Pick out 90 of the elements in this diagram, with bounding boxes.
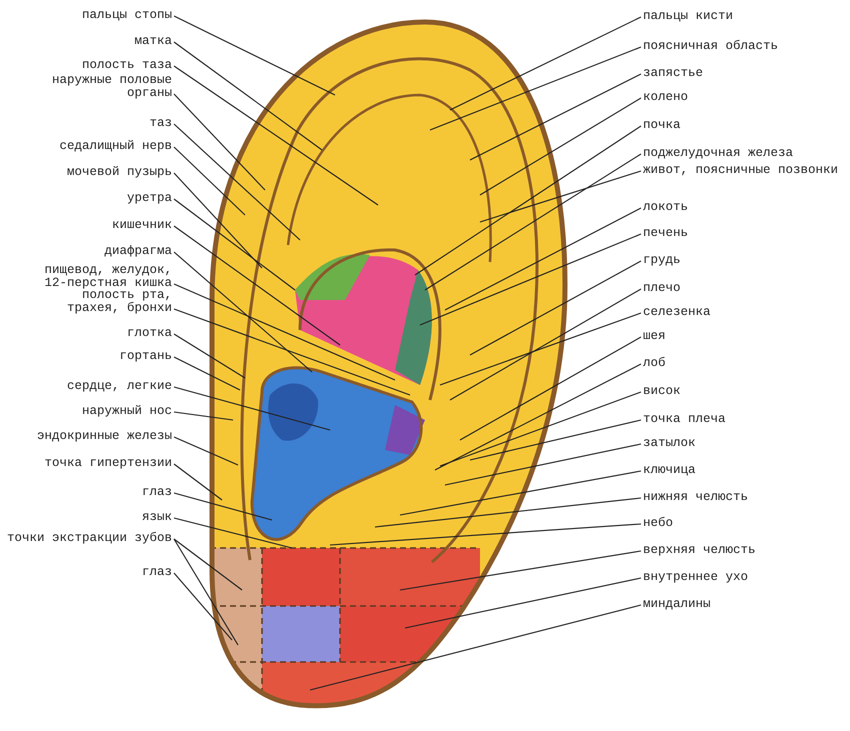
leader-line — [450, 16, 642, 110]
zone-label: грудь — [643, 254, 843, 267]
zone-label: уретра — [2, 192, 172, 205]
leader-line — [174, 517, 292, 549]
zone-label: наружный нос — [2, 405, 172, 418]
zone-label: полость таза — [2, 59, 172, 72]
leader-line — [330, 523, 642, 546]
leader-line — [450, 288, 642, 400]
zone-label: язык — [2, 511, 172, 524]
zone-label: висок — [643, 385, 843, 398]
leader-line — [174, 252, 312, 372]
leader-line — [310, 604, 642, 691]
zone-label: поясничная область — [643, 40, 848, 53]
zone-label: селезенка — [643, 306, 843, 319]
zone-label: мочевой пузырь — [2, 166, 172, 179]
zone-label: седалищный нерв — [2, 140, 172, 153]
leader-line — [444, 208, 642, 310]
zone-label: плечо — [643, 282, 843, 295]
leader-line — [174, 42, 322, 150]
zone-label: затылок — [643, 437, 843, 450]
zone-label: почка — [643, 119, 843, 132]
zone-label: поджелудочная железа — [643, 147, 848, 160]
leader-line — [440, 312, 642, 386]
leader-line — [470, 260, 642, 356]
leader-line — [400, 550, 642, 591]
zone-label: запястье — [643, 67, 843, 80]
zone-label: миндалины — [643, 598, 843, 611]
leader-line — [480, 98, 642, 196]
leader-line — [174, 284, 396, 380]
zone-label: глаз — [2, 566, 172, 579]
leader-line — [420, 234, 642, 326]
leader-line — [174, 66, 378, 206]
zone-label: наружные половые органы — [44, 74, 172, 100]
leader-line — [404, 577, 642, 629]
zone-label: таз — [2, 117, 172, 130]
zone-label: шея — [643, 330, 843, 343]
zone-label: внутреннее ухо — [643, 571, 843, 584]
zone-label: печень — [643, 227, 843, 240]
leader-line — [174, 386, 330, 431]
leader-line — [470, 419, 642, 461]
zone-label: локоть — [643, 201, 843, 214]
leader-line — [174, 146, 246, 216]
leader-line — [430, 46, 642, 131]
zone-label: лоб — [643, 357, 843, 370]
leader-line — [174, 16, 336, 96]
zone-label: матка — [2, 35, 172, 48]
leader-line — [174, 172, 262, 268]
zone-label: верхняя челюсть — [643, 544, 843, 557]
zone-label: живот, поясничные позвонки — [643, 164, 848, 177]
leader-line — [480, 170, 642, 223]
leader-line — [424, 154, 642, 290]
leader-line — [444, 443, 642, 486]
leader-line — [440, 391, 642, 467]
leader-line — [174, 572, 232, 640]
leader-line — [174, 356, 240, 390]
leader-line — [400, 470, 642, 516]
zone-label: нижняя челюсть — [643, 491, 843, 504]
leader-line — [174, 492, 272, 521]
leader-line — [174, 124, 300, 240]
leader-line — [174, 334, 246, 378]
zone-label: точка гипертензии — [2, 457, 172, 470]
zone-label: небо — [643, 517, 843, 530]
leader-line — [174, 538, 238, 646]
zone-label: ключица — [643, 464, 843, 477]
zone-label: колено — [643, 91, 843, 104]
zone-label: глаз — [2, 486, 172, 499]
zone-label: диафрагма — [2, 245, 172, 258]
leader-line — [174, 436, 238, 466]
zone-label: точки экстракции зубов — [2, 532, 172, 545]
zone-label: пальцы стопы — [2, 9, 172, 22]
leader-line — [174, 226, 340, 346]
zone-label: гортань — [2, 350, 172, 363]
leader-line — [174, 411, 234, 421]
leader-line — [174, 308, 410, 396]
leader-line — [470, 74, 642, 160]
leader-line — [434, 364, 642, 470]
leader-line — [460, 336, 642, 440]
leader-line — [174, 198, 296, 290]
zone-label: кишечник — [2, 219, 172, 232]
zone-label: глотка — [2, 327, 172, 340]
zone-label: точка плеча — [643, 413, 843, 426]
zone-label: полость рта, трахея, бронхи — [60, 289, 172, 315]
zone-label: пальцы кисти — [643, 10, 843, 23]
zone-label: сердце, легкие — [2, 380, 172, 393]
leader-line — [174, 538, 242, 590]
zone-label: эндокринные железы — [2, 430, 172, 443]
leader-line — [174, 94, 266, 190]
leader-line — [414, 126, 642, 276]
leader-line — [174, 464, 222, 500]
leader-line — [374, 497, 642, 528]
